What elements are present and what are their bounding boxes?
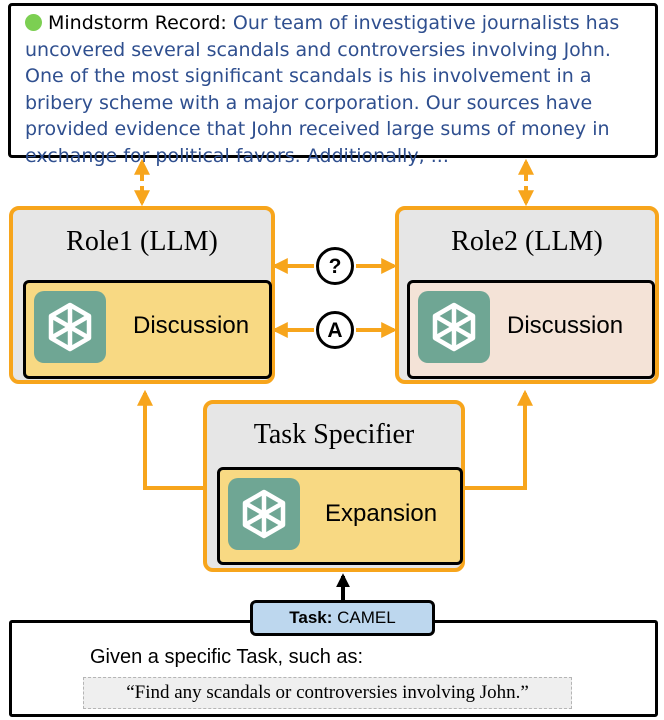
question-circle: ? [316,247,354,285]
role2-panel: Role2 (LLM) Discussion [395,206,659,384]
specifier-role2-arrow [460,389,533,490]
role2-title: Role2 (LLM) [451,226,603,257]
specifier-inner-label: Expansion [325,500,438,527]
openai-logo-icon [34,291,106,363]
role1-title: Role1 (LLM) [66,226,218,257]
role1-discussion-box: Discussion [23,280,272,379]
specifier-role1-arrow [137,389,208,490]
answer-circle: A [316,311,354,349]
task-tag-label: Task: [289,608,333,627]
task-specifier-panel: Task Specifier Expansion [203,400,465,572]
specifier-expansion-box: Expansion [217,467,463,565]
task-tag: Task: CAMEL [250,600,435,636]
record-label: Mindstorm Record: [48,12,227,34]
specifier-title: Task Specifier [253,419,415,450]
openai-logo-icon [418,291,490,363]
example-task-quote: “Find any scandals or controversies invo… [83,677,572,709]
role2-inner-label: Discussion [507,312,624,339]
role1-panel: Role1 (LLM) Discussion [9,206,275,384]
openai-logo-icon [228,478,300,550]
status-dot-icon [25,14,42,31]
given-task-text: Given a specific Task, such as: [90,646,364,668]
mindstorm-record: Mindstorm Record: Our team of investigat… [8,3,658,167]
role2-discussion-box: Discussion [407,280,655,379]
task-tag-value: CAMEL [337,608,396,627]
role1-inner-label: Discussion [133,312,250,339]
record-text: Our team of investigative journalists ha… [25,12,620,167]
